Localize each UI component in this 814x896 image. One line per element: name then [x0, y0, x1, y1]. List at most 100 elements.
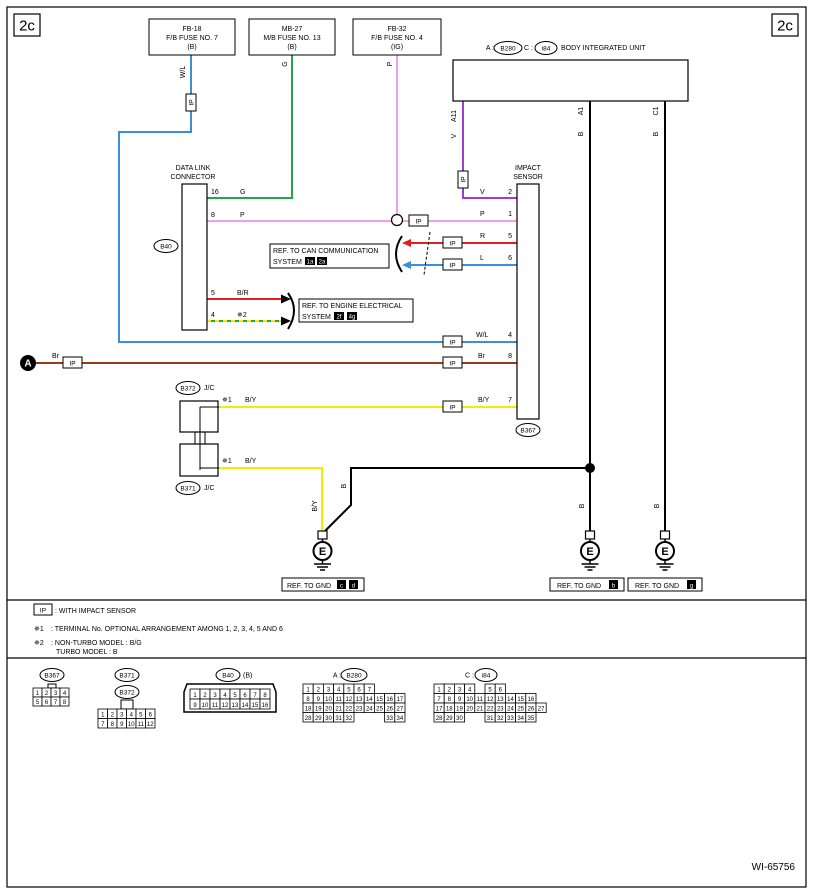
svg-text:B372: B372 [119, 690, 135, 697]
b40-pin-label: 12 [222, 703, 229, 709]
ip-tag-br: IP [442, 356, 463, 369]
is-pin-4: 4 [508, 332, 512, 339]
b280-pin-label: 22 [346, 707, 353, 713]
svg-text:i84: i84 [482, 673, 491, 680]
jc-wire-lower: B/Y [245, 458, 257, 465]
b367-pin-label: 7 [54, 700, 58, 706]
ip-tag-p: IP [408, 214, 429, 227]
b372-pin-label: 1 [101, 713, 105, 719]
i84-pin-label: 11 [477, 697, 484, 703]
svg-text:REF. TO GND: REF. TO GND [635, 583, 679, 590]
b372-pin-label: 4 [130, 713, 134, 719]
b280-pin-label: 24 [366, 707, 373, 713]
ref-eng-bracket [287, 292, 295, 330]
body-integrated-unit-header: A : B280 C : i84 BODY INTEGRATED UNIT [486, 41, 646, 55]
page-label-left: 2c [19, 18, 35, 35]
b280-pin-label: 13 [356, 697, 363, 703]
i84-pin-label: 5 [488, 688, 492, 694]
svg-text:B280: B280 [500, 46, 516, 53]
b40-pin-label: 2 [203, 693, 207, 699]
b280-pin-label: 2 [317, 688, 321, 694]
svg-text:(B): (B) [287, 44, 296, 51]
fuse-mb27-wire-label: G [282, 61, 289, 66]
is-pin-7: 7 [508, 397, 512, 404]
svg-text:FB-18: FB-18 [182, 26, 201, 33]
impact-sensor-conn-id: B367 [520, 428, 536, 435]
b280-pin-label: 16 [386, 697, 393, 703]
b40-pin-label: 15 [252, 703, 259, 709]
dlc-pin-16: 16 [211, 189, 219, 196]
b40-pin-label: 7 [253, 693, 257, 699]
b280-pin-label: 31 [335, 716, 342, 722]
fuse-fb32-wire-label: P [387, 61, 394, 66]
svg-text:(IG): (IG) [391, 44, 403, 51]
b280-pin-label: 4 [337, 688, 341, 694]
svg-text:B371: B371 [180, 486, 196, 493]
legend-star2-line2: TURBO MODEL : B [56, 649, 118, 656]
svg-text:B280: B280 [346, 673, 362, 680]
svg-text:B372: B372 [180, 386, 196, 393]
b40-pin-label: 6 [243, 693, 247, 699]
biu-pin-a1: A1 [578, 107, 585, 116]
i84-pin-label: 6 [499, 688, 503, 694]
svg-text:REF. TO CAN COMMUNICATION: REF. TO CAN COMMUNICATION [273, 248, 378, 255]
ref-can-box: REF. TO CAN COMMUNICATION SYSTEM 1a 2a [269, 243, 390, 269]
i84-pin-label: 27 [538, 707, 545, 713]
body-integrated-unit [452, 59, 689, 102]
b372-pin-label: 3 [120, 713, 124, 719]
is-pin-1: 1 [508, 211, 512, 218]
b40-pin-label: 4 [223, 693, 227, 699]
b280-pin-label: 27 [397, 707, 404, 713]
i84-pin-label: 19 [456, 707, 463, 713]
i84-pin-label: 10 [466, 697, 473, 703]
svg-text:(B): (B) [243, 673, 252, 680]
legend-star2-mark: ✵2 [34, 639, 44, 647]
b40-pin-label: 3 [213, 693, 217, 699]
b367-pin-label: 2 [45, 691, 49, 697]
b40-pin-label: 8 [263, 693, 267, 699]
b367-pin-label: 1 [36, 691, 40, 697]
b280-pin-label: 28 [305, 716, 312, 722]
ip-tag-r: IP [442, 236, 463, 249]
b280-pin-label: 33 [386, 716, 393, 722]
b40-pin-label: 1 [193, 693, 197, 699]
b280-pin-label: 11 [336, 697, 343, 703]
b280-pin-label: 15 [376, 697, 383, 703]
i84-cell [535, 702, 547, 713]
i84-pin-label: 33 [507, 716, 514, 722]
svg-text:B40: B40 [222, 673, 234, 680]
i84-pin-label: 12 [487, 697, 494, 703]
svg-text:SYSTEM: SYSTEM [273, 259, 302, 266]
b280-pin-label: 17 [397, 697, 404, 703]
svg-text:2a: 2a [319, 260, 326, 266]
i84-pin-label: 21 [477, 707, 484, 713]
svg-text:E: E [661, 546, 668, 558]
ref-can-dashed-line [423, 231, 431, 276]
b372-cell [145, 718, 156, 729]
biu-wire-c1-b: B [653, 131, 660, 136]
gnd-wire-label-b-right: B [654, 503, 661, 508]
p-wire-junction [390, 213, 404, 227]
b280-pin-label: 3 [327, 688, 331, 694]
ip-tag-wl: IP [442, 335, 463, 348]
node-a-wire-label: Br [52, 353, 60, 360]
splice-point [585, 463, 595, 473]
page-frame [6, 6, 807, 888]
jc-star1-lower: ✵1 [222, 457, 232, 465]
svg-text:d: d [352, 584, 355, 590]
fuse-fb32: FB-32 F/B FUSE NO. 4 (IG) [352, 18, 442, 56]
gnd-wire-label-b-mid: B [579, 503, 586, 508]
is-wire-l: L [480, 255, 484, 262]
ground-right: E [655, 530, 675, 571]
svg-text:IP: IP [449, 241, 455, 248]
b280-pin-label: 7 [368, 688, 372, 694]
b280-cell [394, 712, 406, 723]
is-pin-8: 8 [508, 353, 512, 360]
jc-star1-upper: ✵1 [222, 396, 232, 404]
wire-star2-arrow [281, 316, 291, 326]
node-a [20, 355, 36, 371]
svg-text:g: g [690, 584, 693, 590]
